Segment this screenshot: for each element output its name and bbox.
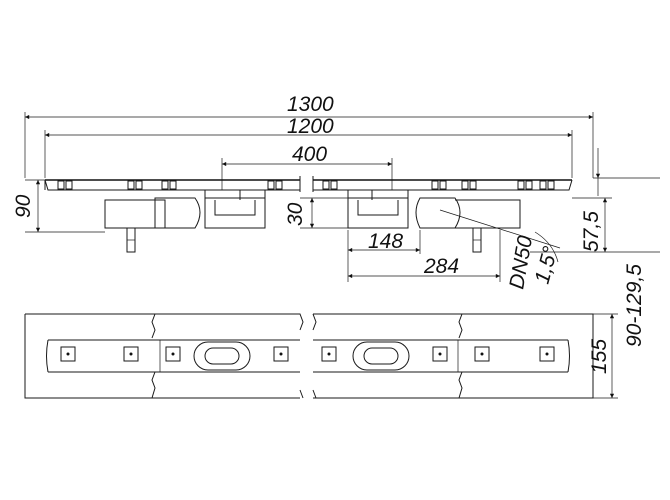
- dim-400-label: 400: [292, 143, 327, 166]
- dim-284-label: 284: [423, 255, 459, 278]
- dim-90-129-5-label: 90-129,5: [623, 264, 646, 347]
- dim-90-left-label: 90: [12, 194, 35, 218]
- dimension-30: 30: [284, 197, 348, 229]
- dim-155-label: 155: [588, 339, 611, 374]
- dimension-155: 155: [588, 313, 618, 399]
- dimension-400: 400: [221, 143, 393, 190]
- dimension-284: 284: [348, 230, 501, 282]
- dimension-1300: 1300: [24, 93, 594, 178]
- angle-label: 1,5°: [531, 244, 563, 286]
- dimension-90-129-5: 90-129,5: [593, 148, 660, 347]
- dim-1300-label: 1300: [287, 93, 334, 116]
- pipe-dn50-label: DN50: [505, 234, 537, 291]
- dim-1200-label: 1200: [287, 115, 334, 138]
- plan-view: [24, 313, 594, 399]
- dim-148-label: 148: [368, 230, 403, 253]
- side-view-right: [313, 179, 573, 253]
- dimension-57-5: 57,5: [530, 197, 612, 253]
- dimension-148: 148: [347, 230, 421, 282]
- break-lines: [299, 176, 314, 192]
- dimension-90-left: 90: [12, 179, 105, 233]
- dim-57-5-label: 57,5: [580, 211, 603, 252]
- dimension-1200: 1200: [44, 115, 573, 178]
- side-view-left: [44, 179, 300, 253]
- pipe-annotation: DN50 1,5°: [505, 231, 563, 291]
- outlet-left: [193, 341, 251, 371]
- dim-30-label: 30: [284, 202, 307, 226]
- outlet-right: [352, 341, 410, 371]
